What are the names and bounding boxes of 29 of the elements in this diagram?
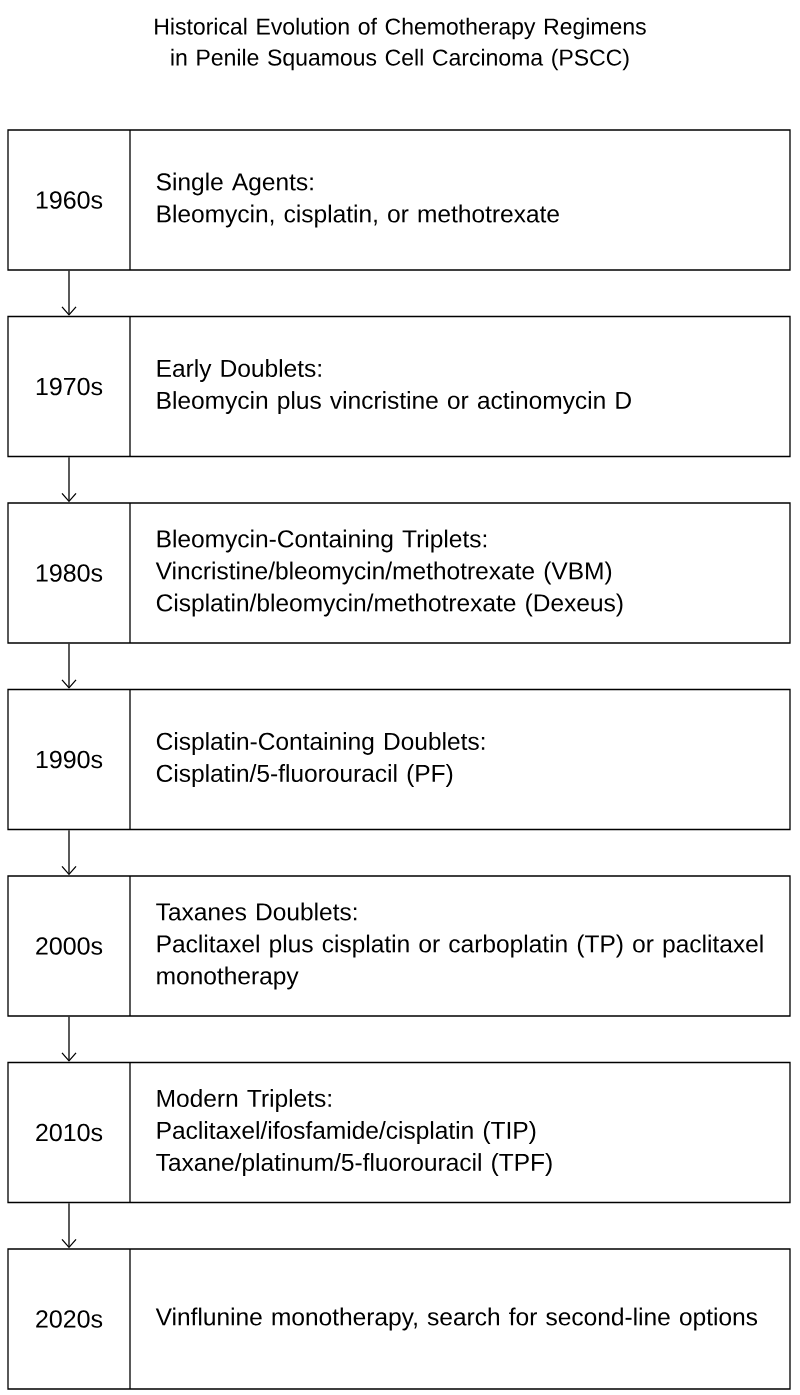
regimen-text: Modern Triplets: [157,1089,331,1112]
decade-label: 2010s [36,1123,103,1142]
regimen-text: Vinflunine monotherapy, search for second-line options [155,1307,758,1331]
decade-label: 2000s [36,937,103,955]
regimen-text: Early Doublets: [157,359,321,382]
arrow [61,829,77,876]
arrow [61,456,77,503]
regimen-text: Bleomycin, cisplatin, or methotrexate [157,204,559,228]
regimen-text: Taxane/platinum/5-fluorouracil (TPF) [156,1153,552,1176]
regimen-text: Cisplatin-Containing Doublets: [156,732,485,755]
arrow [61,1202,77,1249]
arrow [61,643,77,689]
regimen-text: Cisplatin/5-fluorouracil (PF) [156,764,453,787]
regimen-text: Paclitaxel plus cisplatin or carboplatin (TP) or paclitaxel monotherapy [157,934,763,990]
regimen-text: Taxanes Doublets: [156,902,357,921]
regimen-text: Vincristine/bleomycin/methotrexate (VBM) [155,561,612,585]
decade-label: 2020s [36,1310,103,1328]
regimen-text: Bleomycin-Containing Triplets: [157,529,487,553]
decade-label: 1990s [36,750,103,769]
arrow [61,270,77,316]
regimen-text: Cisplatin/bleomycin/methotrexate (Dexeus) [156,593,623,617]
decade-label: 1960s [36,191,103,209]
title: Historical Evolution of Chemotherapy Regimens in Penile Squamous Cell Carcinoma (PSCC) [155,17,646,71]
decade-label: 1980s [36,564,103,582]
arrow [61,1016,77,1062]
decade-label: 1970s [36,377,103,396]
regimen-text: Bleomycin plus vincristine or actinomycin D [157,391,631,414]
regimen-text: Paclitaxel/ifosfamide/cisplatin (TIP) [157,1121,536,1144]
regimen-text: Single Agents: [156,172,313,196]
